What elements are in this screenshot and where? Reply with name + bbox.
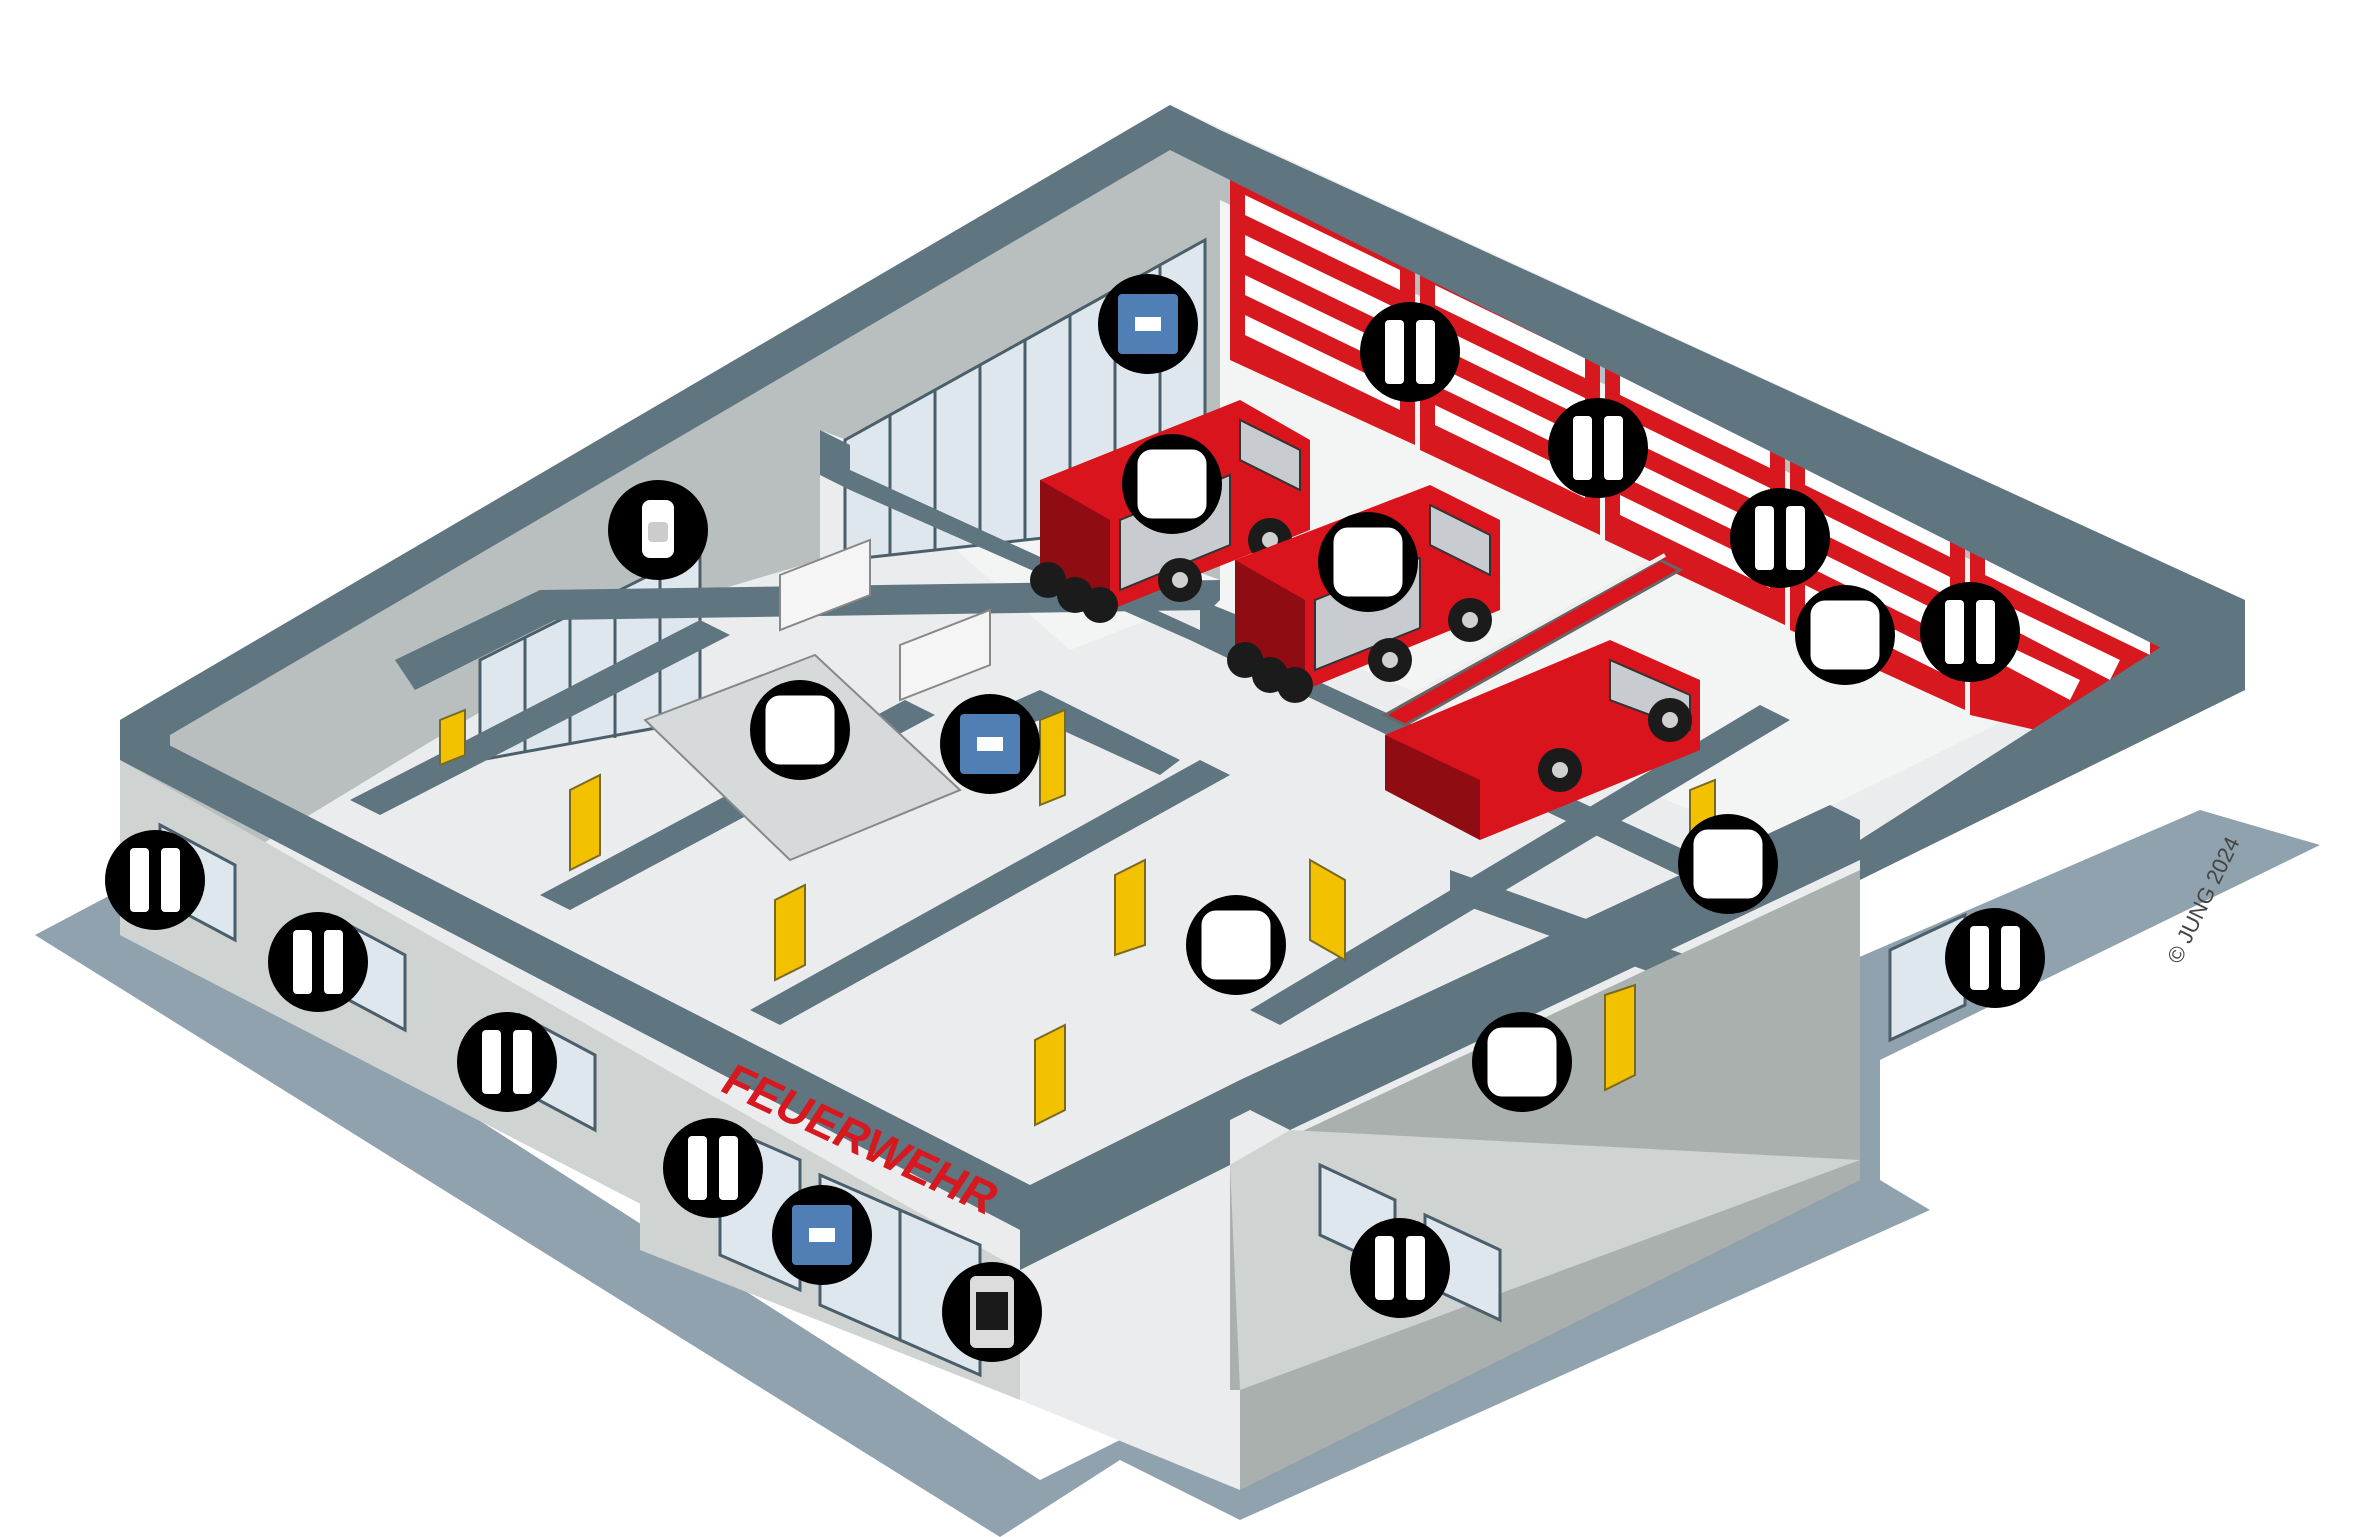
smoke-detector-icon[interactable] — [608, 480, 708, 580]
motion-detector-icon[interactable] — [1186, 895, 1286, 995]
motion-detector-icon[interactable] — [1122, 434, 1222, 534]
ground-shadow — [35, 810, 2320, 1537]
fire-truck-ladder — [1381, 553, 1700, 840]
door-window-contact-icon[interactable] — [663, 1118, 763, 1218]
manual-call-point-icon[interactable] — [940, 694, 1040, 794]
door-window-contact-icon[interactable] — [268, 912, 368, 1012]
motion-detector-icon[interactable] — [1795, 585, 1895, 685]
manual-call-point-icon[interactable] — [1098, 274, 1198, 374]
motion-detector-icon[interactable] — [1678, 814, 1778, 914]
door-window-contact-icon[interactable] — [1945, 908, 2045, 1008]
door-window-contact-icon[interactable] — [1920, 582, 2020, 682]
door-window-contact-icon[interactable] — [1730, 488, 1830, 588]
manual-call-point-icon[interactable] — [772, 1185, 872, 1285]
motion-detector-icon[interactable] — [1472, 1012, 1572, 1112]
outer-wall-tops — [120, 105, 2245, 1270]
keypad-icon[interactable] — [942, 1262, 1042, 1362]
door-window-contact-icon[interactable] — [1360, 302, 1460, 402]
interior-doors — [439, 708, 1716, 1127]
door-window-contact-icon[interactable] — [105, 830, 205, 930]
door-window-contact-icon[interactable] — [1350, 1218, 1450, 1318]
motion-detector-icon[interactable] — [750, 680, 850, 780]
door-window-contact-icon[interactable] — [457, 1012, 557, 1112]
motion-detector-icon[interactable] — [1318, 512, 1418, 612]
door-window-contact-icon[interactable] — [1548, 398, 1648, 498]
